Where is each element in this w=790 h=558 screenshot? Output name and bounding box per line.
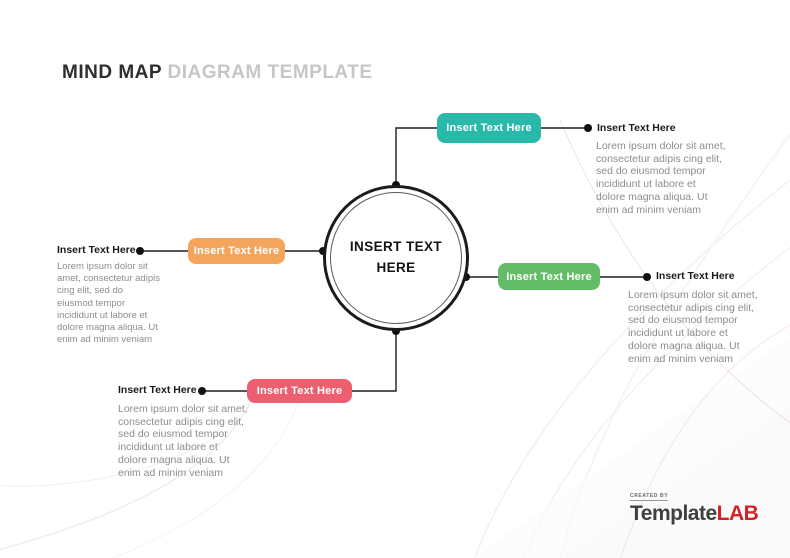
connector-top-to-circle <box>395 127 437 185</box>
junction-dot-bottom-label <box>198 387 206 395</box>
created-by-label: CREATED BY <box>630 493 669 501</box>
branch-box-top-label: Insert Text Here <box>446 122 532 134</box>
central-topic-label: INSERT TEXT HERE <box>349 239 443 275</box>
templatelab-branding: CREATED BY TemplateLAB <box>630 485 759 525</box>
branch-box-right-label: Insert Text Here <box>506 270 592 283</box>
branch-heading-right: Insert Text Here <box>656 270 735 282</box>
branch-box-right[interactable]: Insert Text Here <box>498 263 600 290</box>
central-topic-node[interactable]: INSERT TEXT HERE <box>323 185 469 331</box>
junction-dot-top-label <box>584 124 592 132</box>
central-topic-inner-ring <box>330 192 462 324</box>
logo-text-template: Template <box>630 502 717 525</box>
branch-heading-top: Insert Text Here <box>597 122 676 134</box>
branch-body-left: Lorem ipsum dolor sit amet, consectetur … <box>57 261 160 346</box>
junction-dot-left-label <box>136 247 144 255</box>
branch-body-top: Lorem ipsum dolor sit amet, consectetur … <box>596 140 726 216</box>
branch-box-left-label: Insert Text Here <box>193 245 280 257</box>
junction-dot-right-label <box>643 273 651 281</box>
branch-body-right: Lorem ipsum dolor sit amet, consectetur … <box>628 289 758 365</box>
branch-box-bottom-label: Insert Text Here <box>256 385 343 397</box>
branch-heading-left: Insert Text Here <box>57 244 136 256</box>
page-title-secondary: DIAGRAM TEMPLATE <box>161 62 373 83</box>
branch-box-left[interactable]: Insert Text Here <box>188 238 285 264</box>
page-title: MIND MAP DIAGRAM TEMPLATE <box>62 62 373 84</box>
branch-heading-bottom: Insert Text Here <box>118 384 197 396</box>
templatelab-logo: TemplateLAB <box>630 502 759 525</box>
page-title-primary: MIND MAP <box>62 62 162 83</box>
connector-bottom-box-to-circle <box>352 331 397 392</box>
branch-box-top[interactable]: Insert Text Here <box>437 113 541 143</box>
branch-body-bottom: Lorem ipsum dolor sit amet, consectetur … <box>118 403 248 479</box>
branch-box-bottom[interactable]: Insert Text Here <box>247 379 352 403</box>
logo-text-lab: LAB <box>716 502 759 525</box>
